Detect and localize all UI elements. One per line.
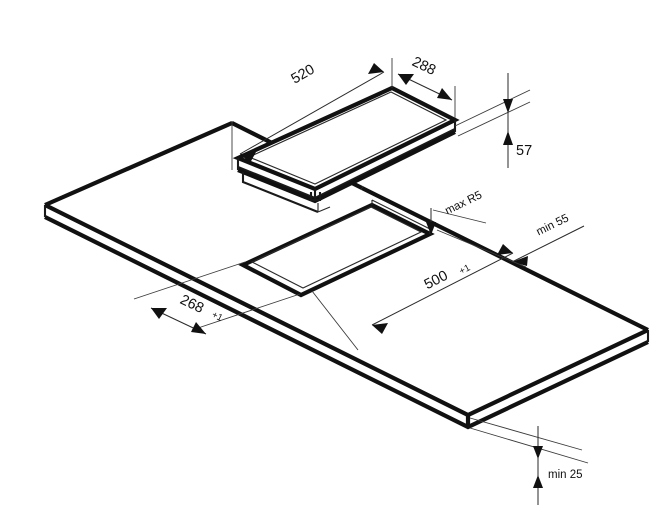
arrowhead-268-right (191, 322, 206, 334)
arrowhead-500-left (372, 323, 388, 334)
cutout-rear-wall-top (371, 199, 431, 230)
arrowhead-288-right (437, 88, 452, 100)
dimension-label-520: 520 (289, 62, 318, 88)
cutout-inner-edge (250, 206, 423, 289)
arrowhead-288-left (398, 74, 414, 85)
arrowhead-57-down (503, 99, 513, 113)
hob-body-left-skirt (241, 172, 319, 213)
ext-268-right (191, 293, 301, 331)
hob-corner-notch (309, 192, 322, 202)
hob-top-face (238, 88, 455, 189)
arrowhead-520-right (368, 63, 384, 74)
ext-500-right (436, 229, 527, 268)
arrowhead-min55 (512, 256, 528, 266)
dimension-label-min-55: min 55 (535, 212, 571, 238)
hob-body-bottom-hint (317, 206, 331, 213)
ext-500-left (311, 290, 359, 351)
worktop-rear-edge-b (361, 186, 649, 332)
ext-57-upper (454, 89, 531, 127)
dimension-tolerance-268: +1 (210, 309, 225, 324)
arrowhead-25-down (533, 446, 543, 459)
arrowhead-r5 (426, 222, 436, 235)
dimension-clearance-min-25: min 25 (469, 417, 589, 505)
worktop-right-side-face (468, 330, 648, 427)
worktop-rear-left-edge (44, 121, 233, 207)
dimline-500 (371, 252, 514, 326)
dimension-rear-min-55: min 55 (511, 212, 585, 266)
arrowhead-268-left (151, 308, 167, 319)
leader-r5 (432, 209, 487, 224)
ext-25-upper (469, 417, 583, 451)
dimension-tolerance-500: +1 (458, 262, 473, 277)
arrowhead-500-right (497, 244, 513, 255)
worktop-slab (43, 121, 650, 430)
dimline-min55 (511, 225, 585, 263)
dimension-label-288: 288 (409, 54, 438, 79)
cutout-recess (238, 199, 435, 298)
worktop-front-side-face (45, 205, 468, 427)
arrowhead-520-left (240, 152, 256, 163)
ext-25-lower (469, 427, 589, 464)
hob-panel (232, 85, 460, 213)
arrowhead-57-up (503, 131, 513, 145)
dimension-label-57: 57 (516, 143, 532, 159)
worktop-top-face (45, 123, 648, 415)
dimension-label-min-25: min 25 (548, 469, 583, 481)
hob-glass-bevel (247, 91, 448, 185)
ext-268-left (133, 261, 246, 300)
dimension-label-max-r5: max R5 (443, 189, 484, 217)
ext-57-lower (457, 101, 531, 137)
dimline-520 (239, 71, 385, 155)
dimension-height-57: 57 (454, 73, 532, 168)
arrowhead-25-up (533, 475, 543, 488)
